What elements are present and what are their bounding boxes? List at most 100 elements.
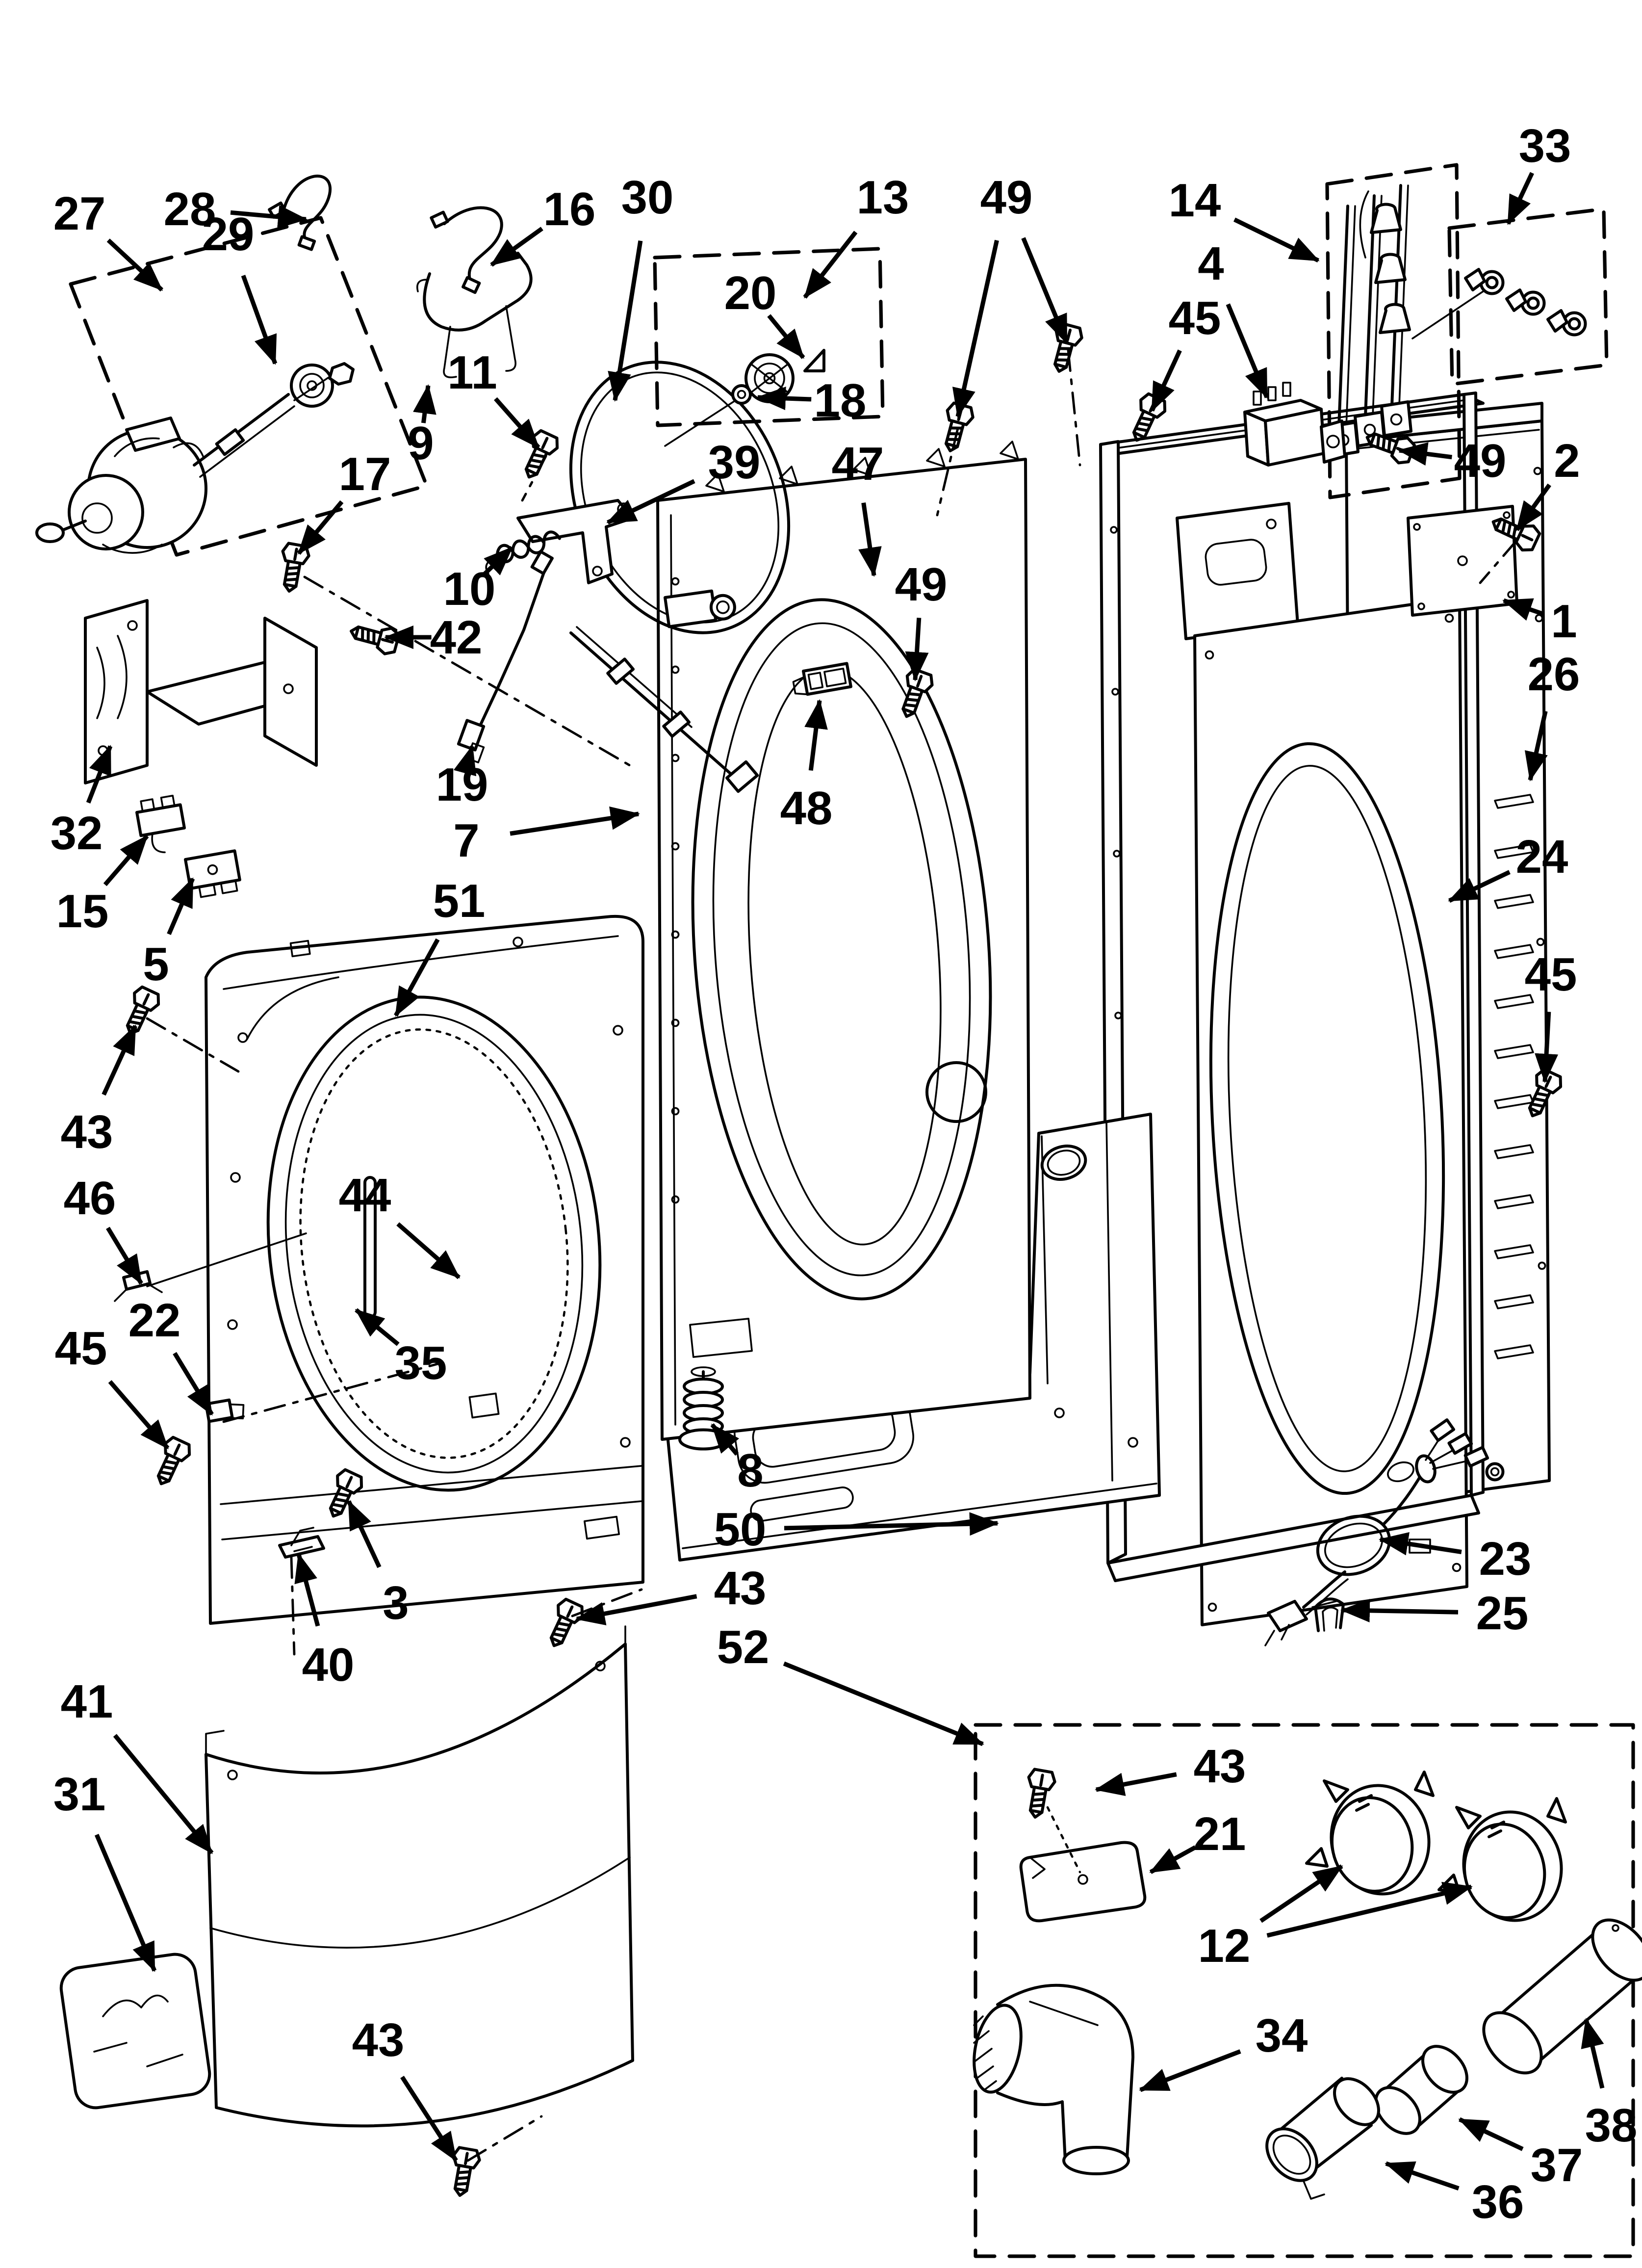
leader-arrow bbox=[1259, 1864, 1343, 1923]
leader-arrow bbox=[396, 1222, 461, 1279]
part-number-label: 20 bbox=[724, 267, 777, 319]
part-number-label: 52 bbox=[717, 1621, 770, 1673]
callout-part-34: 34 bbox=[1139, 2009, 1308, 2092]
part-number-label: 3 bbox=[383, 1577, 409, 1629]
part-number-label: 17 bbox=[339, 448, 391, 500]
part-number-label: 44 bbox=[339, 1169, 391, 1222]
callout-part-4: 4 bbox=[1198, 237, 1269, 399]
callout-part-51: 51 bbox=[394, 875, 485, 1017]
leader-arrow bbox=[1139, 2049, 1241, 2092]
leader-arrow bbox=[1458, 2117, 1524, 2151]
part-number-label: 49 bbox=[1454, 435, 1507, 487]
part-number-label: 5 bbox=[143, 938, 169, 991]
callout-part-38: 38 bbox=[1581, 2018, 1637, 2152]
callout-part-15: 15 bbox=[56, 834, 149, 938]
leader-arrow bbox=[230, 205, 308, 229]
callout-part-21: 21 bbox=[1149, 1808, 1246, 1874]
callout-part-32: 32 bbox=[51, 745, 113, 860]
callout-part-8: 8 bbox=[710, 1423, 764, 1497]
leader-arrow bbox=[86, 745, 113, 804]
part-number-label: 47 bbox=[832, 438, 884, 490]
callout-part-40: 40 bbox=[294, 1553, 354, 1691]
part-number-label: 41 bbox=[61, 1675, 113, 1728]
cover-plate-drawing bbox=[1019, 1806, 1147, 1923]
part-number-label: 43 bbox=[61, 1106, 113, 1158]
part-number-label: 30 bbox=[621, 171, 674, 224]
part-number-label: 43 bbox=[714, 1562, 767, 1615]
callout-part-48: 48 bbox=[780, 699, 833, 834]
part-number-label: 35 bbox=[395, 1337, 447, 1389]
leader-arrow bbox=[1233, 217, 1320, 263]
leader-arrow bbox=[1581, 2018, 1605, 2089]
part-number-label: 37 bbox=[1531, 2139, 1583, 2191]
elbow-duct-drawing bbox=[973, 1983, 1134, 2175]
leader-arrow bbox=[1150, 349, 1182, 412]
callout-part-5: 5 bbox=[143, 877, 195, 991]
part-number-label: 45 bbox=[55, 1322, 107, 1375]
part-number-label: 22 bbox=[128, 1294, 181, 1347]
leader-arrow bbox=[102, 1024, 138, 1096]
callout-part-50: 50 bbox=[714, 1503, 999, 1556]
leader-arrow bbox=[108, 1380, 170, 1450]
callout-part-47: 47 bbox=[832, 438, 884, 577]
motor-pulley-drawing bbox=[290, 362, 355, 408]
callout-part-17: 17 bbox=[297, 448, 391, 555]
callout-part-45: 45 bbox=[55, 1322, 170, 1450]
callout-part-3: 3 bbox=[346, 1500, 409, 1629]
leader-arrow bbox=[94, 1834, 157, 1972]
callout-part-9: 9 bbox=[408, 384, 436, 469]
part-number-label: 48 bbox=[780, 782, 833, 834]
leader-arrow bbox=[575, 1594, 697, 1625]
terminal-block-drawing bbox=[1243, 382, 1346, 467]
callout-part-11: 11 bbox=[447, 346, 540, 449]
callout-part-25: 25 bbox=[1340, 1587, 1528, 1640]
part-number-label: 42 bbox=[430, 611, 483, 664]
part-number-label: 31 bbox=[53, 1768, 106, 1821]
part-number-label: 16 bbox=[543, 183, 596, 235]
leader-arrow bbox=[413, 384, 436, 423]
lower-access-panel-drawing bbox=[205, 1625, 634, 2128]
felt-seal-drawing bbox=[299, 1028, 569, 1459]
leader-arrow bbox=[106, 1226, 143, 1285]
callout-part-2: 2 bbox=[1515, 435, 1580, 531]
part-number-label: 9 bbox=[408, 417, 434, 469]
callout-part-27: 27 bbox=[53, 187, 164, 292]
callout-part-45: 45 bbox=[1525, 948, 1577, 1083]
part-number-label: 24 bbox=[1516, 831, 1568, 883]
part-number-label: 21 bbox=[1194, 1808, 1246, 1860]
part-number-label: 43 bbox=[1194, 1740, 1246, 1793]
callout-part-12: 12 bbox=[1198, 1864, 1473, 1972]
part-number-label: 39 bbox=[708, 436, 761, 489]
leader-arrow bbox=[1095, 1772, 1177, 1796]
callout-part-49: 49 bbox=[895, 558, 947, 681]
callout-part-44: 44 bbox=[339, 1169, 461, 1279]
panel-clip-drawing-40 bbox=[278, 1527, 325, 1559]
leader-arrow bbox=[355, 1308, 400, 1346]
front-panel-drawing bbox=[205, 914, 644, 1625]
leader-arrow bbox=[1340, 1599, 1459, 1623]
callout-part-26: 26 bbox=[1524, 648, 1580, 782]
leader-arrow bbox=[453, 745, 477, 777]
leader-arrow bbox=[803, 231, 858, 299]
line-art bbox=[35, 163, 1642, 2258]
leader-arrow bbox=[294, 1553, 320, 1627]
callout-part-10: 10 bbox=[443, 546, 514, 615]
callout-part-43: 43 bbox=[61, 1024, 138, 1158]
callout-part-24: 24 bbox=[1448, 831, 1568, 903]
part-number-label: 29 bbox=[202, 208, 255, 261]
leader-arrow bbox=[1149, 1845, 1197, 1874]
moisture-sensor-drawing bbox=[792, 662, 852, 696]
leader-arrow bbox=[1502, 598, 1544, 621]
clamp-duct-drawing bbox=[1265, 2077, 1380, 2200]
part-number-label: 45 bbox=[1525, 948, 1577, 1001]
leader-arrow bbox=[103, 834, 149, 886]
part-number-label: 50 bbox=[714, 1503, 767, 1556]
leader-arrow bbox=[1515, 483, 1551, 531]
part-number-label: 11 bbox=[447, 346, 497, 399]
leader-arrow bbox=[1535, 1012, 1559, 1083]
vent-kit-box-drawing bbox=[973, 1723, 1642, 2258]
part-number-label: 46 bbox=[64, 1172, 116, 1225]
